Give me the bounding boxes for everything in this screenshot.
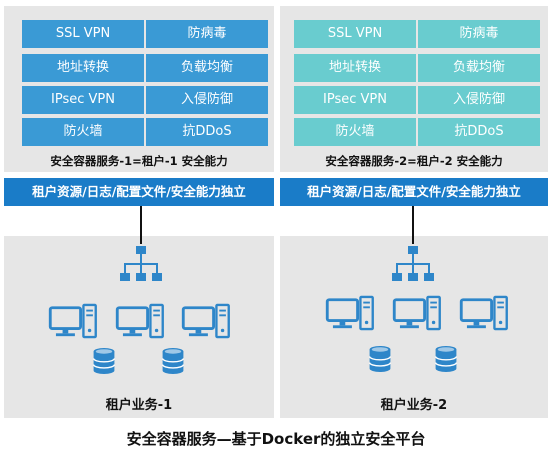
tenant1-computer-icon (115, 303, 165, 339)
tenant1-tile-antivirus: 防病毒 (146, 20, 268, 48)
tenant2-database-icon (367, 344, 393, 374)
tenant2-connector-line (412, 206, 414, 244)
tenant1-database-icon (160, 346, 186, 376)
tenant2-isolation-band: 租户资源/日志/配置文件/安全能力独立 (280, 178, 548, 206)
tenant2-tile-firewall: 防火墙 (294, 118, 416, 146)
tenant2-tile-ips: 入侵防御 (418, 86, 540, 114)
tenant2-database-icon (433, 344, 459, 374)
tenant1-computer-icon (48, 303, 98, 339)
tenant1-computer-icon (181, 303, 231, 339)
tenant2-tile-ipsec-vpn: IPsec VPN (294, 86, 416, 114)
tenant2-computer-icon (459, 295, 509, 331)
tenant1-tile-load-balancing: 负载均衡 (146, 54, 268, 82)
tenant1-tile-ipsec-vpn: IPsec VPN (22, 86, 144, 114)
tenant2-business-label: 租户业务-2 (380, 398, 448, 413)
tenant1-network-topology-icon (119, 244, 163, 284)
tenant1-tile-anti-ddos: 抗DDoS (146, 118, 268, 146)
figure-title: 安全容器服务—基于Docker的独立安全平台 (126, 430, 426, 448)
tenant1-tile-nat: 地址转换 (22, 54, 144, 82)
tenant1-connector-line (140, 206, 142, 244)
tenant1-isolation-band: 租户资源/日志/配置文件/安全能力独立 (4, 178, 274, 206)
tenant2-tile-ssl-vpn: SSL VPN (294, 20, 416, 48)
tenant2-computer-icon (392, 295, 442, 331)
tenant2-network-topology-icon (391, 244, 435, 284)
tenant1-business-label: 租户业务-1 (105, 398, 173, 413)
tenant2-tile-nat: 地址转换 (294, 54, 416, 82)
tenant2-tile-load-balancing: 负载均衡 (418, 54, 540, 82)
tenant1-database-icon (91, 346, 117, 376)
tenant1-tile-ips: 入侵防御 (146, 86, 268, 114)
tenant2-tile-antivirus: 防病毒 (418, 20, 540, 48)
tenant1-caption: 安全容器服务-1=租户-1 安全能力 (50, 154, 228, 168)
tenant1-tile-ssl-vpn: SSL VPN (22, 20, 144, 48)
tenant2-computer-icon (325, 295, 375, 331)
tenant2-caption: 安全容器服务-2=租户-2 安全能力 (325, 154, 503, 168)
tenant1-tile-firewall: 防火墙 (22, 118, 144, 146)
tenant2-tile-anti-ddos: 抗DDoS (418, 118, 540, 146)
